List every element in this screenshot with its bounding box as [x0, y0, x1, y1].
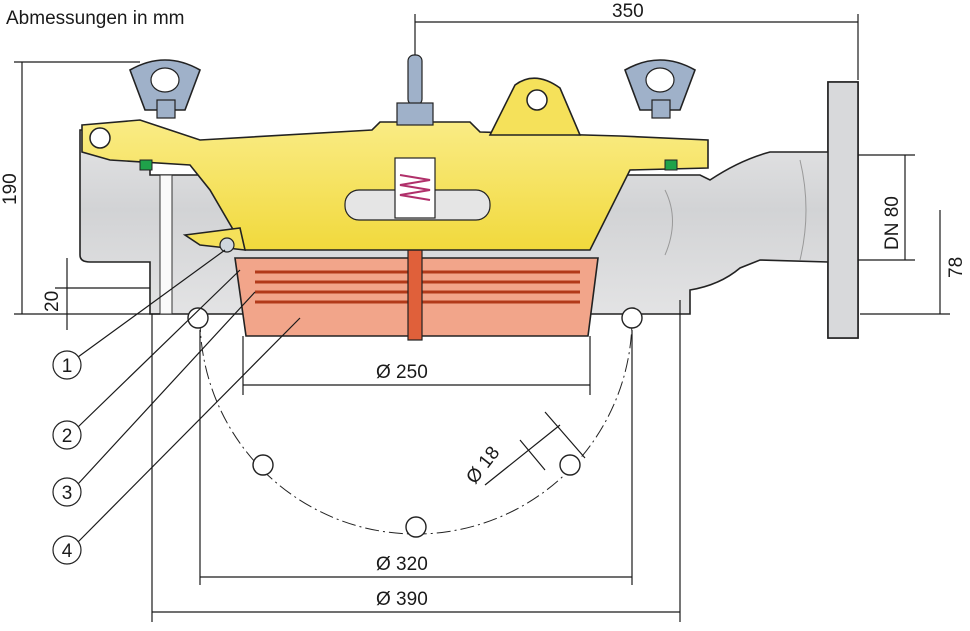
callout-3: 3 — [62, 483, 73, 504]
callouts: 1 2 3 4 — [52, 249, 301, 565]
spindle — [407, 54, 423, 106]
seal-right — [664, 159, 678, 171]
flame-arrester-element — [234, 227, 599, 341]
dim-diameter-250: Ø 250 — [376, 362, 428, 383]
bolt-hole — [405, 516, 427, 538]
outlet-flange — [827, 81, 859, 339]
cover — [81, 77, 709, 253]
bolt-hole — [621, 307, 643, 329]
dimension-lines — [14, 14, 950, 622]
bolt-pattern — [187, 307, 643, 538]
bolt-hole — [559, 454, 581, 476]
bolt-hole — [252, 454, 274, 476]
dim-diameter-320: Ø 320 — [376, 554, 428, 575]
dim-78: 78 — [946, 257, 967, 278]
drawing-title: Abmessungen in mm — [6, 8, 184, 29]
seal-left — [139, 159, 153, 171]
lifting-eyes — [129, 54, 696, 126]
dim-dn80: DN 80 — [882, 196, 903, 250]
bolt-hole — [187, 307, 209, 329]
dim-hole-18: Ø 18 — [462, 443, 504, 488]
dim-diameter-390: Ø 390 — [376, 589, 428, 610]
dim-width-350: 350 — [612, 1, 644, 22]
callout-4: 4 — [62, 541, 73, 562]
callout-1: 1 — [62, 356, 73, 377]
dim-height-190: 190 — [0, 173, 21, 205]
callout-2: 2 — [62, 426, 73, 447]
dim-base-20: 20 — [42, 291, 63, 312]
